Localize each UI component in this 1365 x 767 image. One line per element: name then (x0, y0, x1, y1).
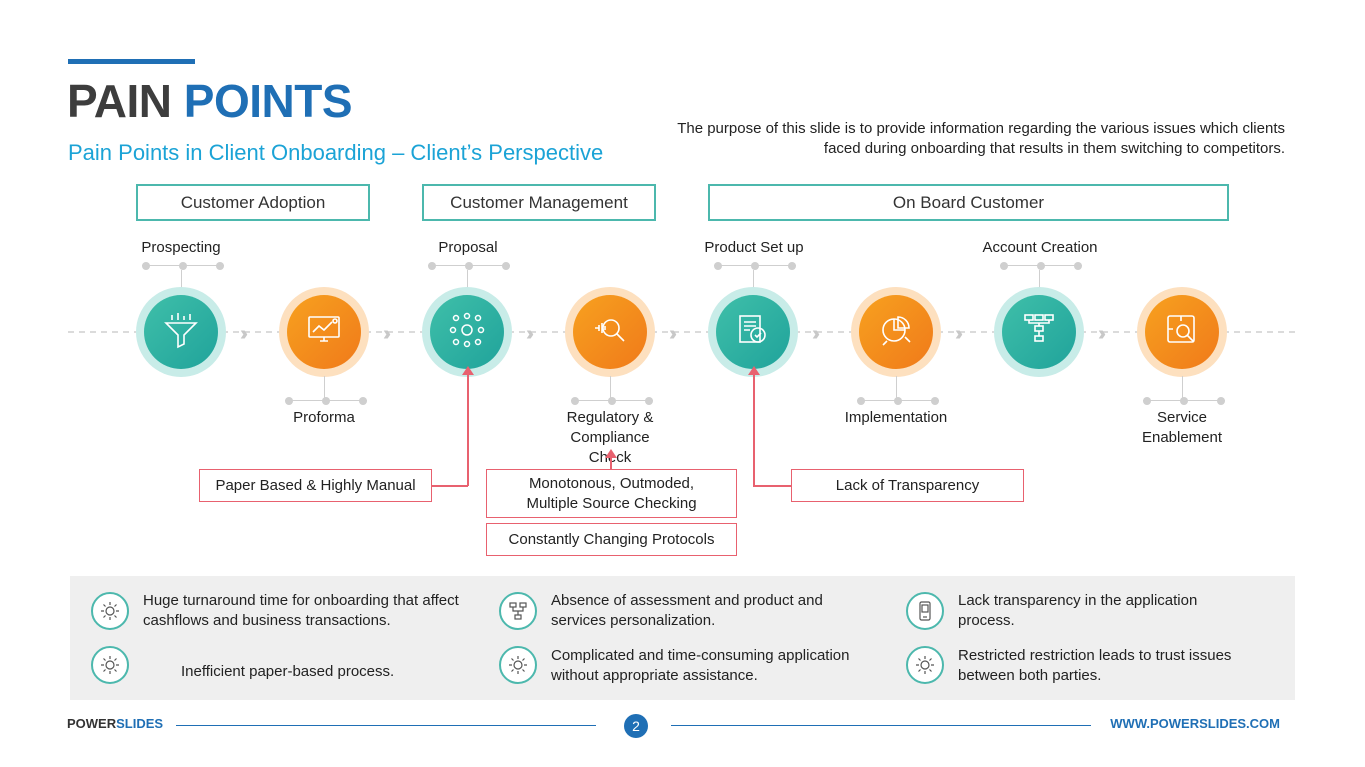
network-nodes-icon (499, 592, 537, 630)
note-lack-transparency: Lack transparency in the application pro… (958, 592, 1198, 629)
pain-lack-of-transparency: Lack of Transparency (791, 469, 1024, 502)
funnel-icon (162, 311, 200, 354)
footer-url[interactable]: WWW.POWERSLIDES.COM (1110, 716, 1280, 731)
footer-divider (671, 725, 1091, 726)
stage-node-regulatory (565, 287, 655, 377)
flow-chevron-icon: ››› (526, 323, 534, 345)
pain-connector (432, 485, 468, 487)
footer-brand-part-1: POWER (67, 716, 117, 731)
stage-label-account-creation: Account Creation (982, 239, 1098, 256)
arrow-up-icon (462, 366, 474, 375)
pain-connector (610, 455, 612, 469)
puzzle-search-icon (1163, 311, 1201, 354)
stage-label-proposal: Proposal (438, 239, 498, 256)
connector-stem (467, 270, 468, 290)
stage-node-product-set-up (708, 287, 798, 377)
flow-chevron-icon: ››› (240, 323, 248, 345)
flow-chevron-icon: ››› (1098, 323, 1106, 345)
stage-label-product-set-up: Product Set up (704, 239, 804, 256)
title-part-1: PAIN (67, 75, 172, 127)
mobile-app-icon (906, 592, 944, 630)
arrow-up-icon (748, 366, 760, 375)
people-network-icon (448, 311, 486, 354)
document-check-icon (734, 311, 772, 354)
gear-brain-icon (91, 646, 129, 684)
notes-panel (70, 576, 1295, 700)
stage-label-prospecting: Prospecting (141, 239, 221, 256)
stage-node-proforma (279, 287, 369, 377)
connector-stem (1039, 270, 1040, 290)
stage-node-proposal (422, 287, 512, 377)
hierarchy-icon (1020, 311, 1058, 354)
connector-stem (1182, 376, 1183, 400)
stage-label-regulatory: Regulatory & Compliance Check (566, 409, 654, 466)
footer-brand-part-2: SLIDES (116, 716, 164, 731)
note-complicated: Complicated and time-consuming applicati… (551, 647, 850, 684)
pie-chart-icon (877, 311, 915, 354)
pain-paper-based: Paper Based & Highly Manual (199, 469, 432, 502)
pain-connector (753, 485, 791, 487)
stage-node-implementation (851, 287, 941, 377)
note-personalization: Absence of assessment and product and se… (551, 592, 823, 629)
stage-label-service-enablement: Service Enablement (1141, 409, 1223, 446)
title-part-2: POINTS (183, 75, 353, 127)
note-turnaround: Huge turnaround time for onboarding that… (143, 592, 459, 629)
page-title: PAIN POINTS (67, 74, 353, 128)
header-customer-management: Customer Management (422, 184, 656, 221)
stage-label-proforma: Proforma (293, 409, 355, 426)
magnifier-wave-icon (591, 311, 629, 354)
flow-chevron-icon: ››› (812, 323, 820, 345)
monitor-chart-icon (305, 311, 343, 354)
connector-stem (324, 376, 325, 400)
footer-divider (176, 725, 596, 726)
page-number: 2 (624, 714, 648, 738)
pain-connector (753, 372, 755, 486)
gear-brain-icon (91, 592, 129, 630)
flow-chevron-icon: ››› (669, 323, 677, 345)
flow-chevron-icon: ››› (383, 323, 391, 345)
note-inefficient: Inefficient paper-based process. (181, 663, 395, 680)
connector-stem (610, 376, 611, 400)
footer-brand: POWERSLIDES (67, 716, 163, 731)
gear-brain-icon (499, 646, 537, 684)
stage-node-prospecting (136, 287, 226, 377)
header-customer-adoption: Customer Adoption (136, 184, 370, 221)
stage-node-account-creation (994, 287, 1084, 377)
title-accent-bar (68, 59, 195, 64)
connector-stem (753, 270, 754, 290)
header-on-board-customer: On Board Customer (708, 184, 1229, 221)
pain-monotonous: Monotonous, Outmoded, Multiple Source Ch… (486, 469, 737, 518)
note-trust-issues: Restricted restriction leads to trust is… (958, 647, 1232, 684)
page-subtitle: Pain Points in Client Onboarding – Clien… (68, 140, 604, 165)
stage-label-implementation: Implementation (844, 409, 948, 426)
pain-connector (467, 372, 469, 486)
connector-stem (181, 270, 182, 290)
arrow-up-icon (605, 449, 617, 458)
purpose-text: The purpose of this slide is to provide … (677, 120, 1285, 157)
gear-brain-icon (906, 646, 944, 684)
stage-node-service-enablement (1137, 287, 1227, 377)
pain-changing-protocols: Constantly Changing Protocols (486, 523, 737, 556)
connector-stem (896, 376, 897, 400)
flow-chevron-icon: ››› (955, 323, 963, 345)
